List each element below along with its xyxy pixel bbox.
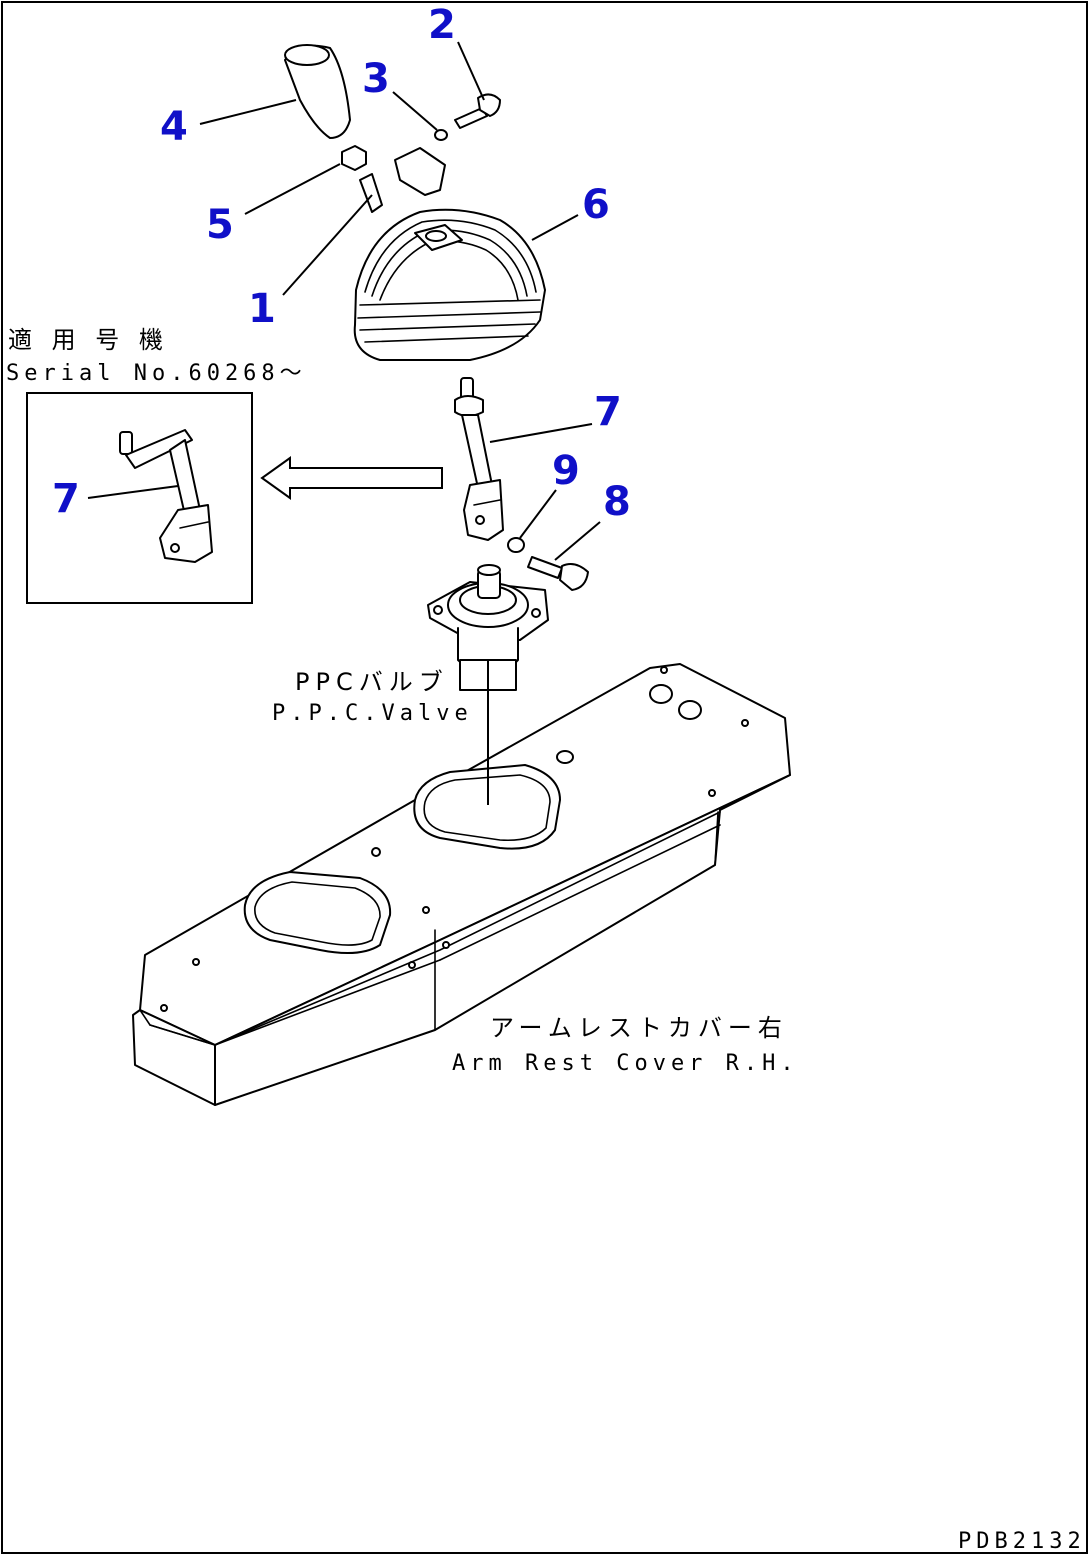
serial-label-en: Serial No.60268～	[6, 361, 307, 386]
leader-7b	[87, 485, 179, 499]
leader-2	[457, 41, 485, 101]
drawing-id: PDB2132	[958, 1529, 1086, 1554]
callout-9: 9	[552, 448, 580, 494]
callout-4: 4	[160, 104, 188, 150]
lock-washer	[434, 129, 448, 141]
callout-6: 6	[582, 182, 610, 228]
lever-bracket	[359, 147, 446, 213]
arm-rest-label-jp: アームレストカバー右	[490, 1014, 788, 1042]
leader-9	[519, 489, 557, 539]
arm-rest-cover	[132, 663, 791, 1106]
callout-8: 8	[603, 479, 631, 525]
callout-2: 2	[428, 2, 456, 48]
leader-4	[199, 99, 297, 125]
ppc-valve	[427, 564, 549, 805]
arrow-to-inset	[260, 456, 443, 500]
ppc-valve-label-jp: PPCバルブ	[295, 668, 449, 696]
leader-6	[531, 214, 579, 241]
callout-1: 1	[248, 286, 276, 332]
lever-main	[454, 377, 504, 541]
inset-frame	[26, 392, 253, 604]
washer	[507, 537, 525, 553]
callout-3: 3	[362, 56, 390, 102]
leader-5	[244, 163, 341, 215]
lever-alt	[119, 429, 213, 563]
callout-5: 5	[206, 202, 234, 248]
arm-rest-label-en: Arm Rest Cover R.H.	[452, 1051, 799, 1076]
callout-7: 7	[594, 389, 622, 435]
leader-7	[489, 423, 593, 443]
lever-boot	[353, 208, 546, 361]
leader-8	[554, 521, 601, 561]
leader-3	[392, 91, 438, 131]
serial-label-jp: 適 用 号 機	[8, 326, 169, 354]
ppc-valve-label-en: P.P.C.Valve	[272, 701, 473, 726]
leader-1	[282, 194, 373, 296]
nut	[341, 145, 367, 171]
callout-7-inset: 7	[52, 476, 80, 522]
serial-inset	[26, 392, 253, 604]
knob	[284, 44, 351, 139]
bolt	[527, 556, 589, 591]
screw	[454, 93, 501, 129]
